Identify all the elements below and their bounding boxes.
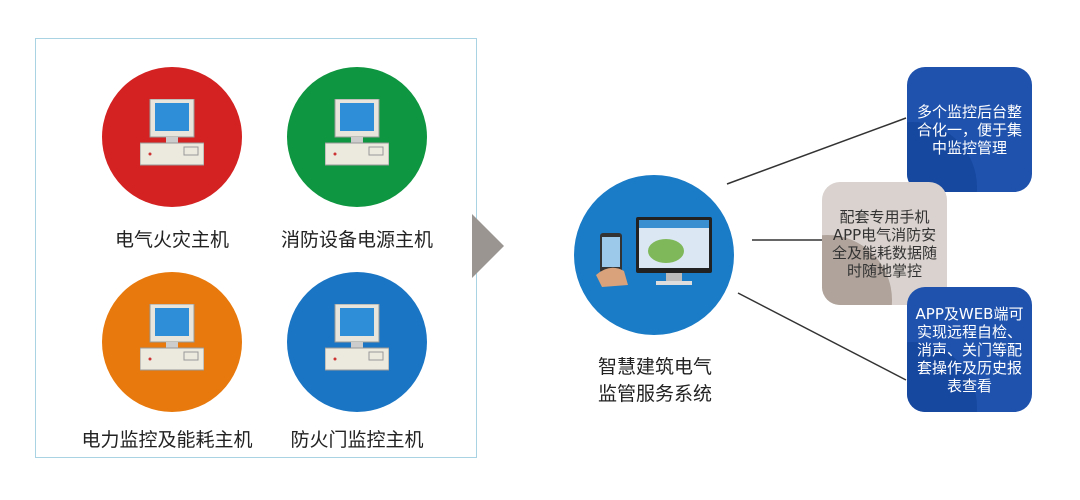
- host-label: 电力监控及能耗主机: [81, 429, 253, 451]
- system-title-line: 监管服务系统: [597, 383, 712, 405]
- feature-text: 配套专用手机APP电气消防安全及能耗数据随时随地掌控: [831, 207, 937, 280]
- host-label: 防火门监控主机: [290, 429, 424, 451]
- connector-line: [726, 117, 907, 185]
- computer-icon: [325, 304, 389, 371]
- host-label: 电气火灾主机: [114, 229, 229, 251]
- monitor-phone-icon: [596, 217, 712, 287]
- feature-text: APP及WEB端可实现远程自检、消声、关门等配套操作及历史报表查看: [915, 304, 1024, 395]
- host-circle-fire-door: [287, 272, 427, 412]
- host-circle-power-monitoring: [102, 272, 242, 412]
- feature-box-centralized: 多个监控后台整合化一，便于集中监控管理: [907, 67, 1032, 192]
- feature-box-remote-ops: APP及WEB端可实现远程自检、消声、关门等配套操作及历史报表查看: [907, 287, 1032, 412]
- host-label: 消防设备电源主机: [280, 229, 433, 251]
- arrow-right-icon: [472, 214, 504, 278]
- computer-icon: [140, 99, 204, 166]
- connector-line: [737, 292, 907, 381]
- system-circle: [574, 175, 734, 335]
- system-title: 智慧建筑电气 监管服务系统: [580, 354, 730, 408]
- host-circle-fire-power: [287, 67, 427, 207]
- host-circle-electrical-fire: [102, 67, 242, 207]
- computer-icon: [325, 99, 389, 166]
- feature-text: 多个监控后台整合化一，便于集中监控管理: [916, 102, 1022, 157]
- computer-icon: [140, 304, 204, 371]
- system-title-line: 智慧建筑电气: [597, 356, 712, 378]
- feature-box-mobile-app: 配套专用手机APP电气消防安全及能耗数据随时随地掌控: [822, 182, 947, 305]
